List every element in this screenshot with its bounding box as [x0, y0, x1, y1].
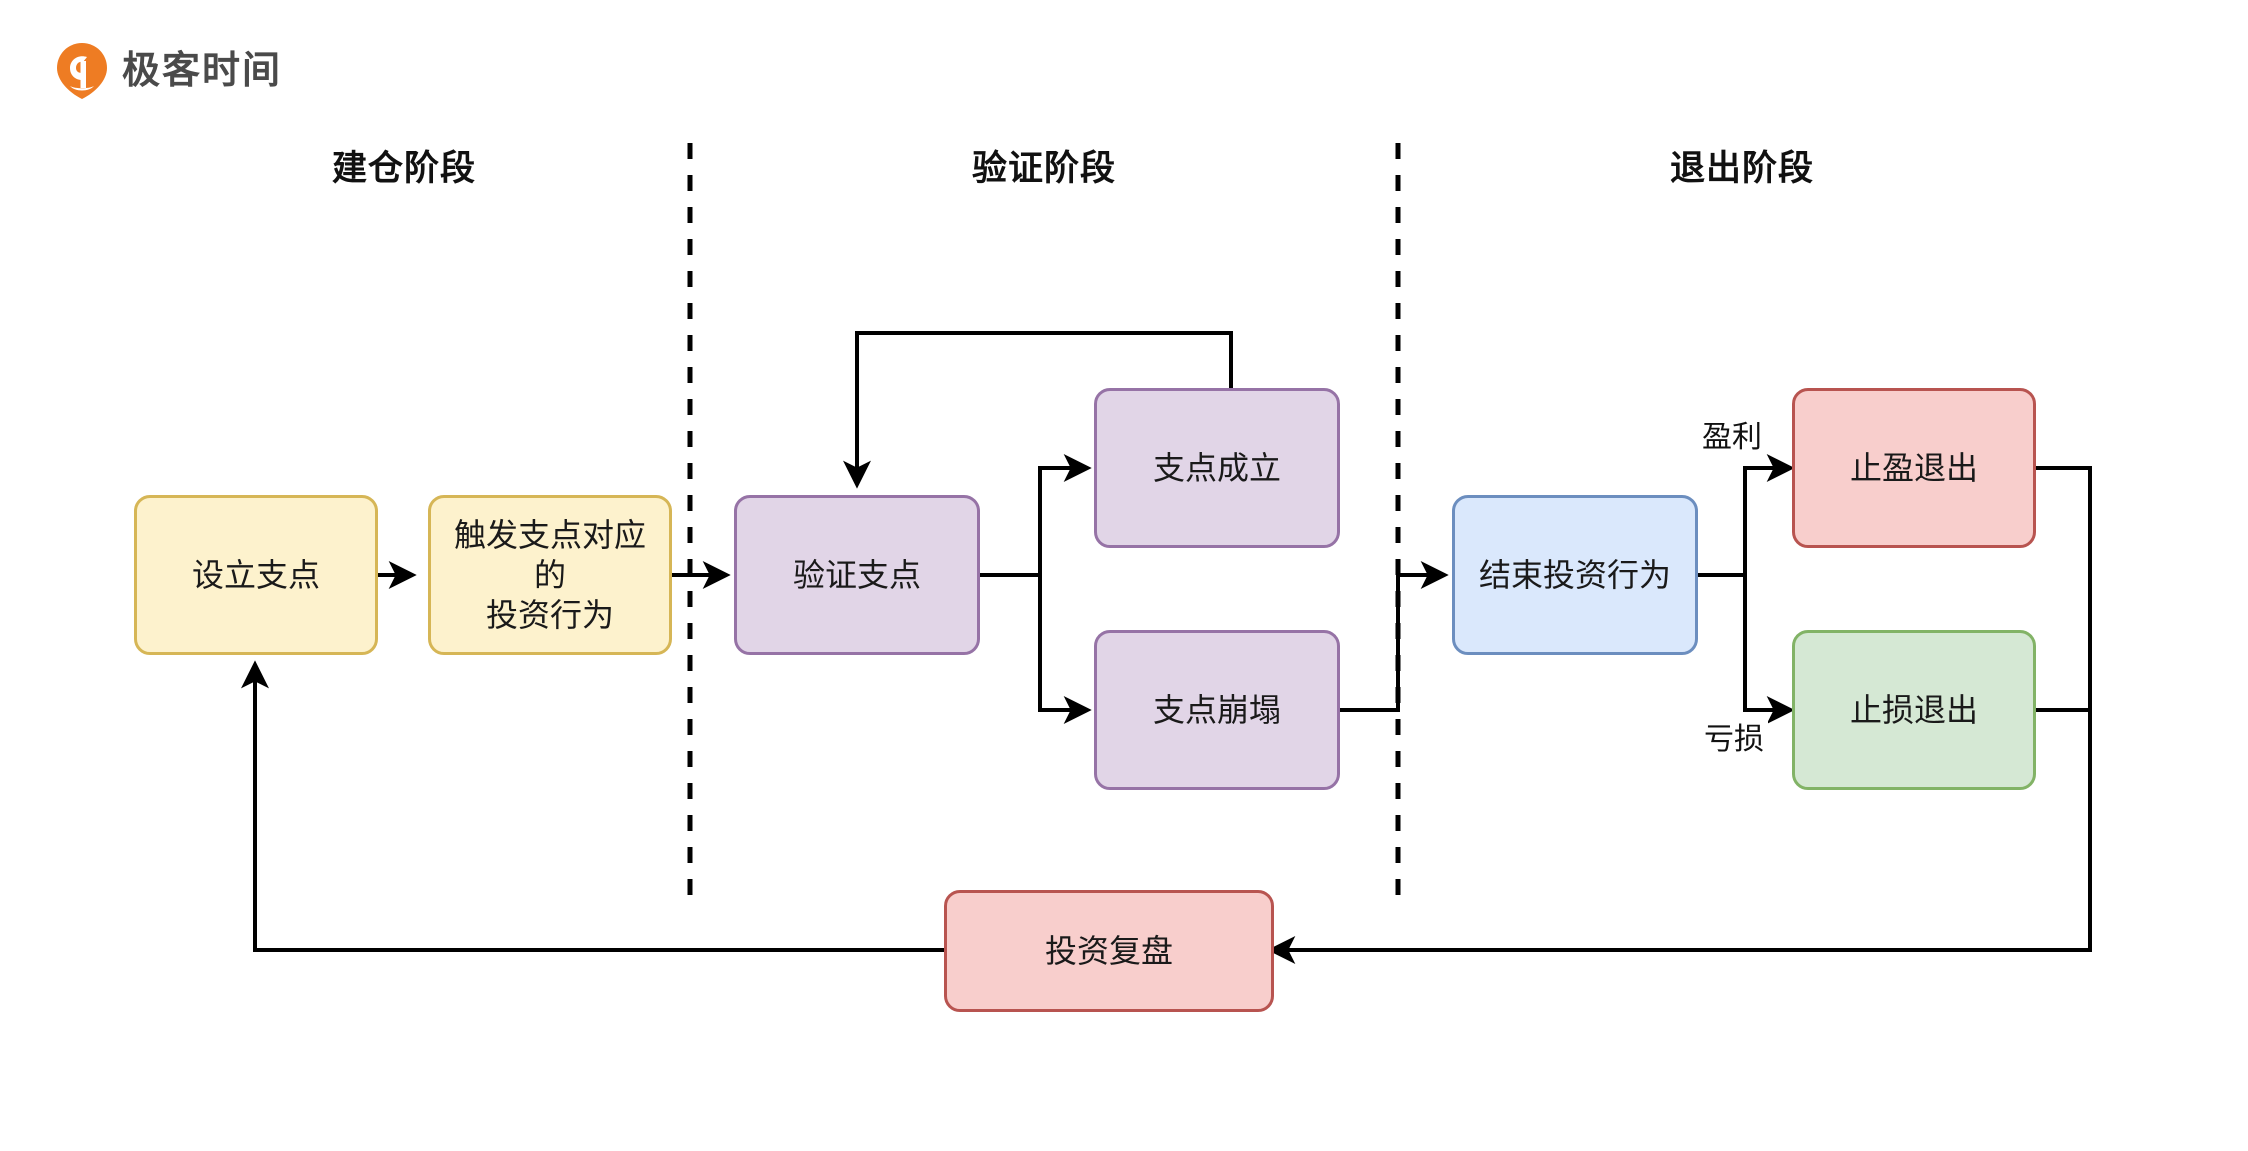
phase-title-verify: 验证阶段	[971, 149, 1117, 188]
edge-review-back-to-set-fulcrum	[241, 660, 944, 952]
edge-label-loss: 亏损	[1700, 714, 1768, 758]
edge-end-to-take-profit	[1698, 454, 1795, 577]
edge-end-to-stop-loss	[1743, 575, 1795, 724]
node-stop-loss-exit[interactable]: 止损退出	[1792, 630, 2036, 790]
phase-title-entry: 建仓阶段	[331, 149, 477, 188]
geektime-pin-icon	[57, 43, 107, 99]
brand-logo: 极客时间	[56, 42, 282, 100]
node-set-fulcrum[interactable]: 设立支点	[134, 495, 378, 655]
node-fulcrum-collapses[interactable]: 支点崩塌	[1094, 630, 1340, 790]
node-end-investment[interactable]: 结束投资行为	[1452, 495, 1698, 655]
brand-name: 极客时间	[122, 50, 283, 92]
node-trigger-investment[interactable]: 触发支点对应的 投资行为	[428, 495, 672, 655]
edge-collapses-to-end	[1340, 561, 1449, 712]
edge-label-profit: 盈利	[1698, 412, 1766, 456]
node-verify-fulcrum[interactable]: 验证支点	[734, 495, 980, 655]
node-fulcrum-holds[interactable]: 支点成立	[1094, 388, 1340, 548]
edge-verify-to-collapses	[1038, 575, 1092, 724]
edge-verify-to-holds	[980, 454, 1092, 577]
edge-holds-loop-back-to-verify	[843, 331, 1233, 489]
phase-title-exit: 退出阶段	[1669, 149, 1815, 188]
node-investment-review[interactable]: 投资复盘	[944, 890, 1274, 1012]
node-take-profit-exit[interactable]: 止盈退出	[1792, 388, 2036, 548]
